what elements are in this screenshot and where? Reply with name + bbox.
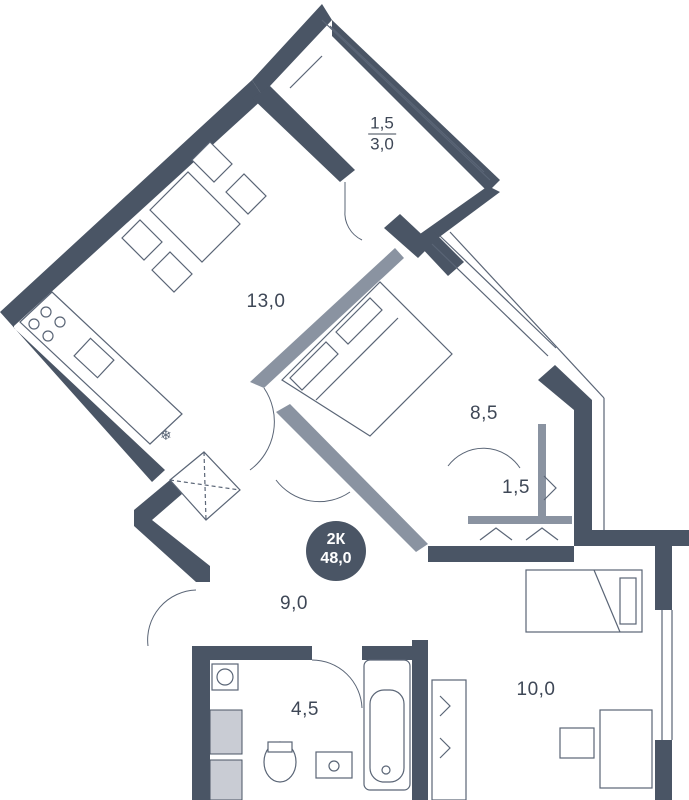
room-area-wardrobe: 1,5 <box>502 477 530 498</box>
balcony-window <box>289 19 673 740</box>
wall-bedroom2-inner-top <box>428 546 574 562</box>
single-bed <box>525 569 643 633</box>
balcony-area: 1,5 3,0 <box>368 114 396 155</box>
room-area-bedroom: 8,5 <box>470 403 498 424</box>
storage-block-2 <box>209 759 243 800</box>
wall-bedroom-right <box>418 232 464 276</box>
freezer-icon: ❄ <box>160 427 172 443</box>
balcony-area-reduced: 1,5 <box>368 113 396 135</box>
desk <box>559 709 653 789</box>
bathroom-fixtures <box>211 659 411 791</box>
balcony-area-full: 3,0 <box>370 134 394 154</box>
wall-outer-top <box>252 4 332 98</box>
entrance-closet <box>169 451 241 521</box>
wardrobe-bedroom2 <box>431 679 467 800</box>
wall-outer-left <box>0 80 264 482</box>
wall-bath-divider <box>412 640 428 800</box>
dining-table-set <box>121 141 267 293</box>
wall-bedroom-right-2 <box>538 365 592 546</box>
room-area-hall: 9,0 <box>280 593 308 614</box>
apartment-total-area: 48,0 <box>320 550 352 567</box>
kitchen-counter: ❄ <box>19 291 183 445</box>
wall-bathroom-left <box>192 646 210 800</box>
wall-right-bottom <box>655 740 672 800</box>
wall-bedroom-inner-left <box>250 248 404 388</box>
wall-wardrobe-vertical <box>538 424 546 516</box>
storage-block <box>209 709 243 755</box>
wall-wardrobe <box>468 516 572 524</box>
apartment-badge: 2К 48,0 <box>306 521 366 581</box>
wall-kitchen-balcony <box>252 86 355 182</box>
wall-bath-top-right <box>362 646 412 660</box>
wall-right-lower <box>655 546 672 610</box>
wall-entrance-left <box>134 480 210 582</box>
wall-balcony-bottom <box>420 186 500 244</box>
wall-balcony-door <box>384 214 432 258</box>
wall-bedroom2-top <box>574 530 689 546</box>
hangers <box>479 475 559 541</box>
room-area-kitchen-living: 13,0 <box>246 291 286 312</box>
room-area-bathroom: 4,5 <box>291 699 319 720</box>
wall-bathroom-top <box>210 646 312 660</box>
wall-bedroom-inner-bottom <box>276 404 428 552</box>
room-area-bedroom-2: 10,0 <box>516 679 556 700</box>
apartment-type: 2К <box>326 531 346 548</box>
double-bed <box>281 281 453 437</box>
doors <box>147 182 521 709</box>
